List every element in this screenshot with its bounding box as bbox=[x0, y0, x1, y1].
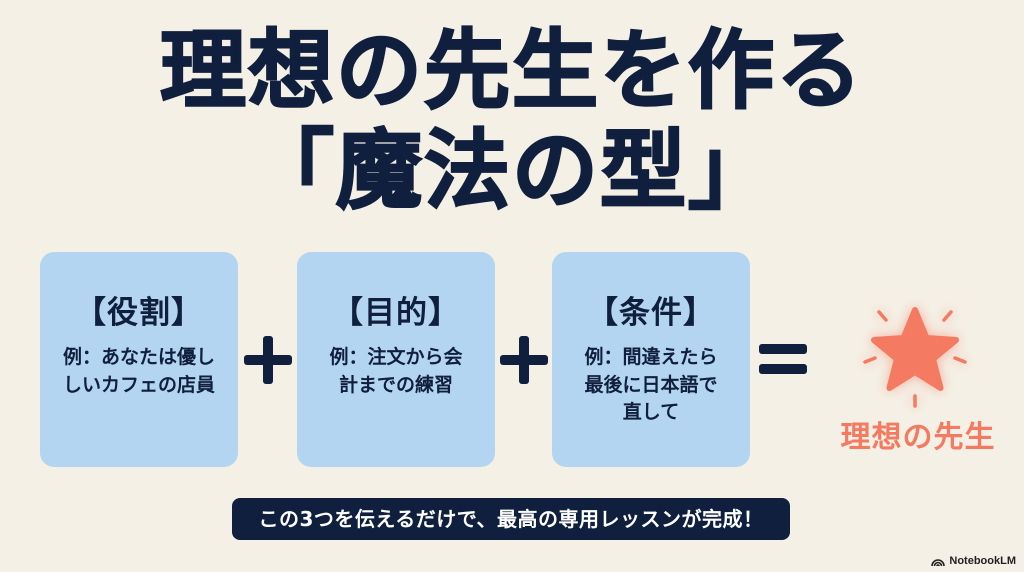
card-heading: 【目的】 bbox=[332, 295, 460, 331]
star-icon bbox=[863, 307, 967, 408]
card-body-line: 最後に日本語で bbox=[584, 373, 718, 396]
equals-icon bbox=[759, 344, 807, 374]
summary-banner: この3つを伝えるだけで、最高の専用レッスンが完成！ bbox=[232, 498, 790, 540]
card-purpose: 【目的】 例：注文から会 計までの練習 bbox=[297, 252, 495, 467]
card-body: 例：間違えたら 最後に日本語で 直して bbox=[552, 344, 750, 427]
plus-icon bbox=[500, 336, 548, 384]
card-body: 例：注文から会 計までの練習 bbox=[297, 344, 495, 399]
notebooklm-logo-icon bbox=[931, 559, 946, 566]
card-role: 【役割】 例：あなたは優し しいカフェの店員 bbox=[40, 252, 238, 467]
result-label: 理想の先生 bbox=[840, 420, 996, 455]
card-heading: 【条件】 bbox=[587, 295, 715, 331]
card-body-line: 計までの練習 bbox=[338, 373, 453, 396]
card-body-line: 例：間違えたら bbox=[584, 346, 718, 369]
card-heading: 【役割】 bbox=[75, 295, 203, 331]
card-body-line: 例：注文から会 bbox=[329, 346, 463, 369]
page-title-line-2: 「魔法の型」 bbox=[247, 121, 776, 221]
brand-watermark: NotebookLM bbox=[931, 555, 1016, 567]
card-body-line: 例：あなたは優し bbox=[62, 346, 215, 369]
card-body-line: しいカフェの店員 bbox=[62, 373, 215, 396]
result-ideal-teacher: 理想の先生 bbox=[840, 300, 1000, 460]
brand-name: NotebookLM bbox=[949, 555, 1016, 567]
page-title-line-1: 理想の先生を作る bbox=[159, 21, 864, 121]
card-body-line: 直して bbox=[622, 401, 680, 424]
card-conditions: 【条件】 例：間違えたら 最後に日本語で 直して bbox=[552, 252, 750, 467]
card-body: 例：あなたは優し しいカフェの店員 bbox=[40, 344, 238, 399]
plus-icon bbox=[244, 336, 292, 384]
